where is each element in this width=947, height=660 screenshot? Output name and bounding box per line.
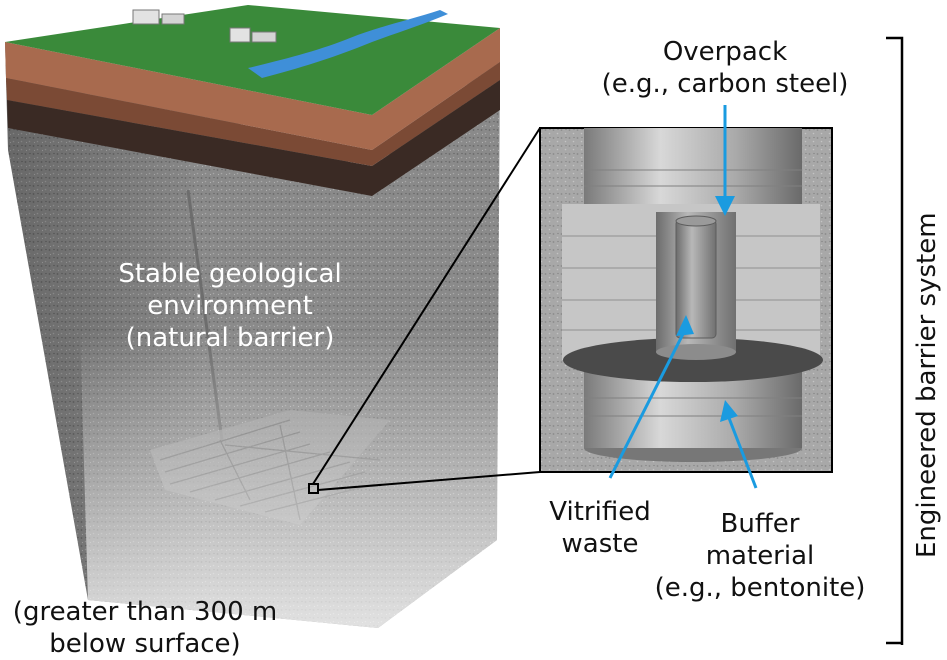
surface-facilities (132, 9, 277, 43)
buffer-label-line3: (e.g., bentonite) (654, 573, 866, 603)
repository-diagram (5, 5, 904, 645)
zoom-line-top (312, 127, 541, 485)
geological-environment-label: Stable geological environment (natural b… (70, 258, 390, 354)
buffer-arrow (727, 417, 758, 489)
vitrified-waste (675, 219, 717, 339)
overpack-label-line2: (e.g., carbon steel) (601, 69, 849, 99)
depth-label-line1: (greater than 300 m (12, 597, 278, 627)
soil-layer-light (5, 28, 500, 150)
depth-label-line2: below surface) (49, 629, 241, 659)
annotation-arrows (608, 105, 758, 489)
buffer-label-line1: Buffer (720, 509, 800, 539)
barrier-system-bracket (886, 36, 904, 645)
geological-block (5, 5, 500, 628)
vitrified-waste-label: Vitrified waste (530, 496, 670, 560)
vitrified-arrow (608, 331, 686, 479)
geo-label-line3: (natural barrier) (125, 323, 335, 353)
vitrified-label-line2: waste (561, 529, 639, 559)
buffer-label-line2: material (705, 541, 815, 571)
geo-label-line1: Stable geological (118, 259, 342, 289)
soil-layer-dark (7, 80, 500, 196)
buffer-material-label: Buffer material (e.g., bentonite) (640, 508, 880, 604)
overpack-label: Overpack (e.g., carbon steel) (590, 36, 860, 100)
geo-label-line2: environment (147, 291, 313, 321)
vitrified-label-line1: Vitrified (549, 497, 651, 527)
overpack-label-line1: Overpack (662, 37, 788, 67)
pit-floor (563, 338, 823, 382)
river (248, 10, 448, 78)
inset-cross-section (539, 127, 833, 473)
soil-layer-mid (6, 62, 500, 166)
engineered-barrier-system-label: Engineered barrier system (912, 212, 942, 558)
zoom-line-bottom (317, 471, 541, 491)
depth-label: (greater than 300 m below surface) (0, 596, 290, 660)
